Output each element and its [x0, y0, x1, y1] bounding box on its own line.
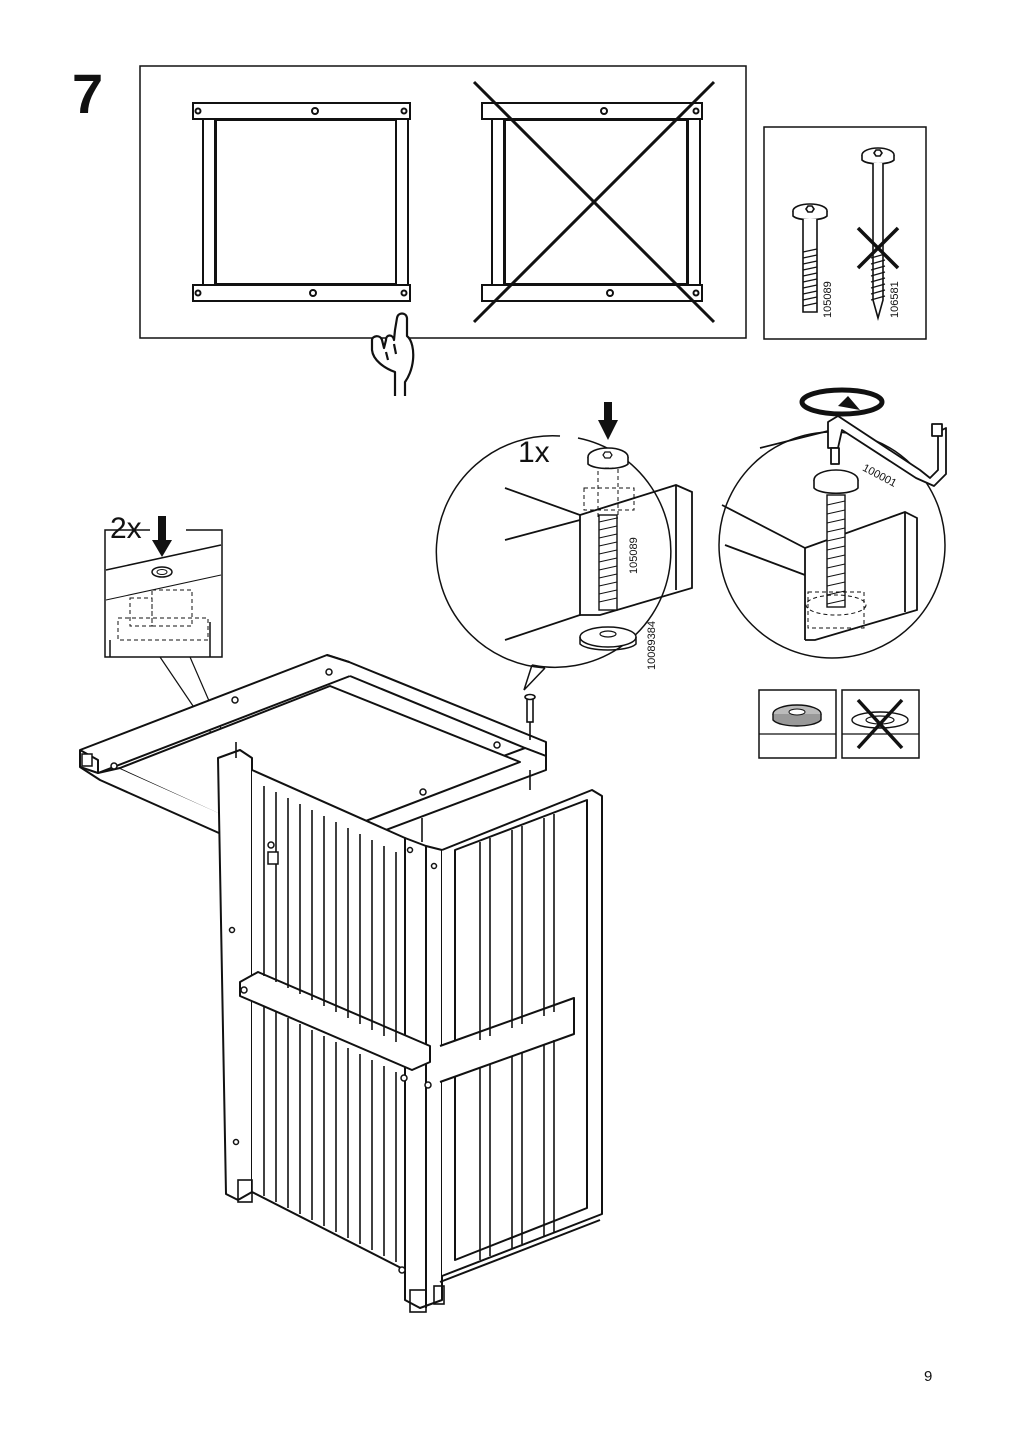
incorrect-cam-lock-box — [841, 689, 920, 759]
cross-icon — [472, 80, 716, 324]
rotate-icon — [799, 387, 885, 417]
orientation-panel — [139, 65, 747, 396]
cross-icon — [856, 226, 900, 270]
pointing-hand-icon — [370, 312, 415, 396]
pin-quantity: 2x — [110, 512, 142, 545]
page-number: 9 — [924, 1368, 933, 1385]
correct-frame-diagram — [192, 102, 411, 302]
down-arrow-icon — [598, 402, 618, 440]
pin-detail-inset — [104, 516, 227, 744]
cam-lock-comparison — [758, 689, 920, 759]
allen-key-detail-circle — [718, 387, 947, 659]
correct-cam-lock-box — [758, 689, 837, 759]
cross-icon — [856, 698, 904, 750]
correct-bolt-drawing — [792, 203, 828, 313]
incorrect-frame-diagram — [481, 102, 703, 302]
step-number: 7 — [72, 62, 104, 125]
screw-comparison-panel — [763, 126, 927, 340]
allen-key-drawing — [827, 415, 947, 487]
down-arrow-icon — [152, 516, 172, 557]
bolt-quantity: 1x — [518, 436, 550, 469]
bolt-detail-circle — [435, 402, 693, 691]
correct-bolt-thread — [802, 248, 818, 307]
